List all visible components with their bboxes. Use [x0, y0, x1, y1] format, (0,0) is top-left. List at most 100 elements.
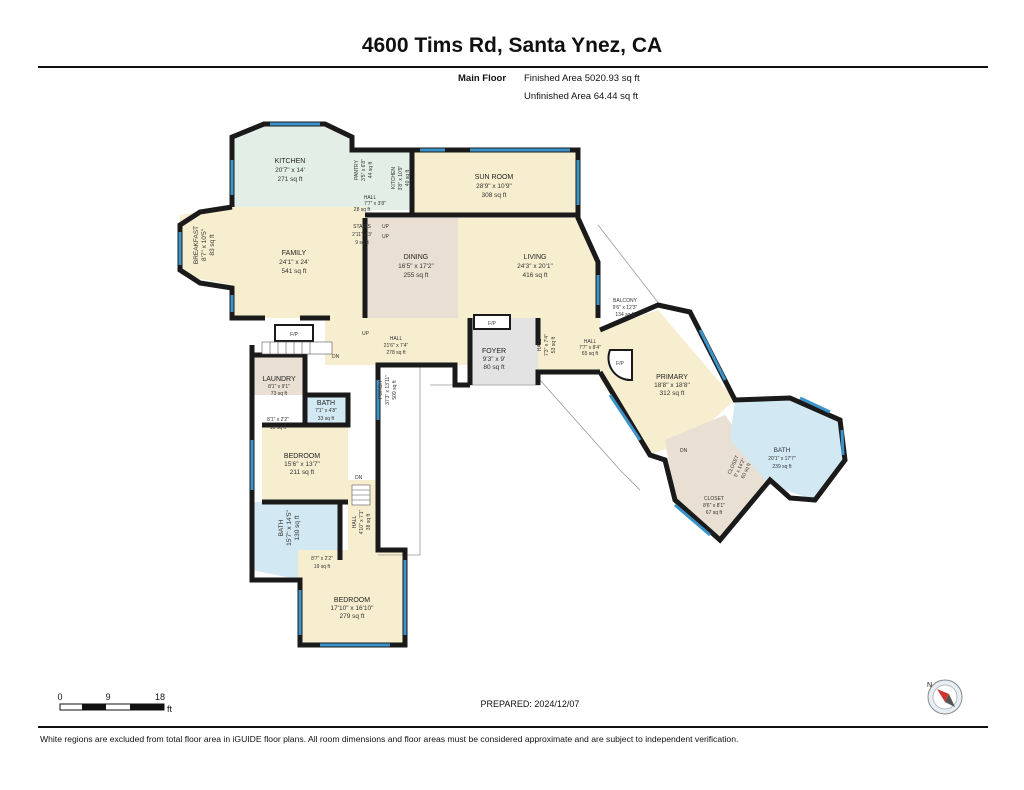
closet-p2-label: CLOSET	[704, 496, 724, 502]
sunroom-dims: 28'9" x 10'9"	[476, 183, 512, 190]
closet-p2-area: 67 sq ft	[706, 510, 723, 516]
primary-label: PRIMARY	[656, 374, 688, 381]
fireplace-foyer	[473, 314, 511, 330]
scale-tick-18: 18	[155, 692, 165, 702]
bedroom1-area: 211 sq ft	[290, 469, 315, 476]
hall-main-label: HALL	[390, 336, 403, 342]
hall-small-label: HALL	[364, 195, 377, 201]
fireplace-primary	[607, 349, 633, 382]
living-label: LIVING	[524, 254, 547, 261]
fp-label-3: F/P	[616, 361, 624, 367]
hall-p-dims: 7'7" x 8'4"	[579, 345, 601, 351]
hall-v-room	[538, 318, 600, 372]
primary-room	[600, 310, 735, 455]
kitchen2-dims: 3'8" x 10'9"	[398, 165, 404, 190]
kitchen-area: 271 sq ft	[278, 176, 303, 183]
dining-dims: 16'5" x 17'2"	[398, 263, 434, 270]
foyer-label: FOYER	[482, 348, 506, 355]
scale-bar: 0 9 18 ft	[57, 692, 172, 714]
bath-small-label: BATH	[317, 400, 335, 407]
pantry-dims: 3'5" x 6'8"	[361, 159, 367, 181]
fireplace-family	[274, 324, 314, 342]
porch-dims: 37'3" x 13'11"	[385, 375, 391, 405]
closet-p2-dims: 8'6" x 8'1"	[703, 503, 725, 509]
hall-main-area: 278 sq ft	[386, 350, 406, 356]
scale-unit: ft	[167, 704, 173, 714]
header-rule	[38, 66, 988, 68]
foyer-room	[470, 318, 538, 385]
bath-primary-room	[730, 398, 845, 500]
pantry-label: PANTRY	[354, 159, 360, 179]
bedroom2-label: BEDROOM	[334, 597, 370, 604]
bedroom1-label: BEDROOM	[284, 453, 320, 460]
kitchen2-area: 40 sq ft	[405, 169, 411, 186]
hall-v-dims: 7'3" x 7'4"	[544, 334, 550, 356]
breakfast-room	[180, 207, 232, 285]
hall-p-label: HALL	[584, 339, 597, 345]
bath2-area: 130 sq ft	[294, 515, 301, 540]
kitchen-label: KITCHEN	[275, 158, 306, 165]
living-area: 416 sq ft	[523, 272, 548, 279]
primary-area: 312 sq ft	[660, 390, 685, 397]
stairs-area: 9 sq ft	[355, 240, 369, 246]
balcony-label: BALCONY	[613, 298, 638, 304]
up-label-1: UP	[382, 224, 390, 230]
sunroom-area: 308 sq ft	[482, 192, 507, 199]
dn-label-1: DN	[332, 354, 340, 360]
primary-dims: 18'8" x 18'8"	[654, 382, 690, 389]
unfinished-area: Unfinished Area 64.44 sq ft	[524, 91, 639, 102]
prepared-date: PREPARED: 2024/12/07	[480, 699, 580, 709]
page-title: 4600 Tims Rd, Santa Ynez, CA	[361, 34, 663, 57]
hall-v-label: HALL	[537, 339, 543, 352]
bath-small-dims: 7'1" x 4'8"	[315, 408, 337, 414]
up-label-3: UP	[362, 331, 370, 337]
hall-b-label: HALL	[352, 516, 358, 529]
stairs-dims: 2'11" x 3'	[352, 232, 372, 238]
laundry-dims: 8'1" x 9'1"	[268, 384, 290, 390]
foyer-area: 80 sq ft	[483, 364, 505, 371]
bath-primary-label: BATH	[774, 447, 791, 454]
scale-tick-9: 9	[105, 692, 110, 702]
living-dims: 24'3" x 20'1"	[517, 263, 553, 270]
bath2-room	[252, 502, 340, 580]
up-label-2: UP	[382, 234, 390, 240]
sunroom-label: SUN ROOM	[475, 174, 514, 181]
footer-rule	[38, 726, 988, 728]
family-dims: 24'1" x 24'	[279, 259, 309, 266]
porch-area: 509 sq ft	[392, 380, 398, 400]
fp-label-1: F/P	[290, 332, 298, 338]
footer-note: White regions are excluded from total fl…	[40, 734, 739, 744]
porch-label: PORCH	[378, 381, 384, 399]
laundry-area: 73 sq ft	[271, 391, 288, 397]
breakfast-label: BREAKFAST	[193, 226, 200, 264]
closet-small-area: 18 sq ft	[270, 425, 287, 431]
hall-b-dims: 4'10" x 7'1"	[359, 509, 365, 534]
bedroom2-dims: 17'10" x 16'10"	[331, 605, 375, 612]
bath-primary-dims: 20'1" x 17'7"	[768, 456, 796, 462]
breakfast-dims: 8'7" x 10'5"	[201, 228, 208, 261]
dining-label: DINING	[404, 254, 429, 261]
kitchen-room	[232, 124, 352, 207]
bath-small-room	[305, 395, 348, 425]
family-label: FAMILY	[282, 250, 307, 257]
closet-b-dims: 8'7" x 2'2"	[311, 556, 333, 562]
stairs-label: STAIRS	[353, 224, 371, 230]
bedroom2-room	[298, 550, 405, 645]
family-area: 541 sq ft	[282, 268, 307, 275]
pantry-area: 44 sq ft	[368, 161, 374, 178]
closet-b-area: 19 sq ft	[314, 564, 331, 570]
pantry-room	[348, 150, 412, 210]
finished-area: Finished Area 5020.93 sq ft	[524, 73, 640, 84]
bath2-dims: 15'7" x 14'5"	[286, 509, 293, 545]
breakfast-area: 83 sq ft	[209, 234, 216, 256]
floor-name: Main Floor	[458, 73, 507, 84]
hall-main-room	[325, 318, 470, 365]
dining-area: 255 sq ft	[404, 272, 429, 279]
bath-primary-area: 239 sq ft	[772, 464, 792, 470]
bedroom2-area: 279 sq ft	[340, 613, 365, 620]
foyer-dims: 9'3" x 9'	[483, 356, 506, 363]
bath2-label: BATH	[278, 519, 285, 536]
balcony-area: 134 sq ft	[615, 312, 635, 318]
hall-small-area: 28 sq ft	[354, 207, 371, 213]
